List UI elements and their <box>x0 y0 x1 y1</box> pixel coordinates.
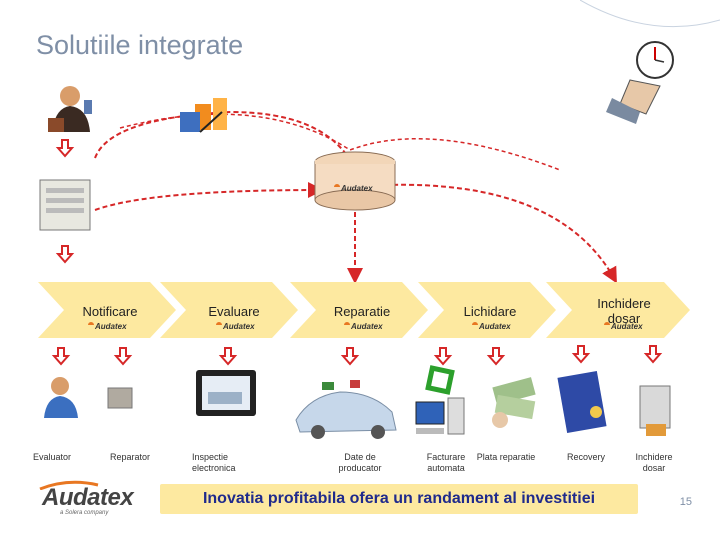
stage-label-lichidare: Lichidare <box>463 304 517 319</box>
label-reparator: Reparator <box>109 452 151 462</box>
connector-left <box>94 110 351 161</box>
down-arrows <box>51 139 663 366</box>
footer-text: Inovatia profitabila ofera un randament … <box>202 490 596 507</box>
slide-title: Solutiile integrate <box>36 30 244 60</box>
footer-banner: Inovatia profitabila ofera un randament … <box>160 484 638 514</box>
stage-brand-2: Audatex <box>216 322 255 331</box>
audatex-logo-arc <box>39 480 99 490</box>
label-recovery: Recovery <box>566 452 605 462</box>
stage-brand-5: Audatex <box>604 322 643 331</box>
stage-label-reparatie: Reparatie <box>333 304 391 319</box>
corner-decoration <box>580 0 720 28</box>
analytics-icon <box>180 98 227 133</box>
label-evaluator: Evaluator <box>32 452 72 462</box>
car-icon <box>295 380 397 439</box>
label-inspectie: Inspectie electronica <box>192 452 236 473</box>
reparator-box-icon <box>107 387 133 409</box>
money-icon <box>492 377 536 428</box>
stage-label-notificare: Notificare <box>82 304 138 319</box>
server-icon <box>39 179 91 231</box>
stage-brand-4: Audatex <box>472 322 511 331</box>
database-icon <box>314 151 396 211</box>
connector-right <box>384 183 617 284</box>
tablet-icon <box>196 370 256 416</box>
stage-shape-5 <box>546 282 690 338</box>
audatex-logo: Audatex <box>42 484 134 511</box>
evaluator-person-icon <box>44 377 78 418</box>
stage-brand-3: Audatex <box>344 322 383 331</box>
page-number: 15 <box>679 496 692 508</box>
stage-shape-1 <box>38 282 176 338</box>
stage-label-evaluare: Evaluare <box>208 304 260 319</box>
audatex-logo-subtitle: a Solera company <box>60 510 109 516</box>
stage-shape-2 <box>160 282 298 338</box>
archive-server-icon <box>639 385 671 436</box>
label-date-producator: Date de producator <box>338 452 382 473</box>
label-facturare: Facturare automata <box>426 452 466 473</box>
label-inchidere: Inchidere dosar <box>635 452 673 473</box>
stage-brand-1: Audatex <box>88 322 127 331</box>
stage-shape-3 <box>290 282 428 338</box>
process-chevrons <box>38 282 690 338</box>
recovery-card-icon <box>557 370 607 434</box>
connector-to-db <box>94 182 324 211</box>
stage-shape-4 <box>418 282 556 338</box>
label-plata: Plata reparatie <box>476 452 536 462</box>
database-brand-label: Audatex <box>334 184 373 193</box>
stopwatch-icon <box>606 41 674 124</box>
green-frame-icon <box>425 365 455 395</box>
businessman-icon <box>48 86 92 132</box>
computer-icon <box>415 397 465 435</box>
